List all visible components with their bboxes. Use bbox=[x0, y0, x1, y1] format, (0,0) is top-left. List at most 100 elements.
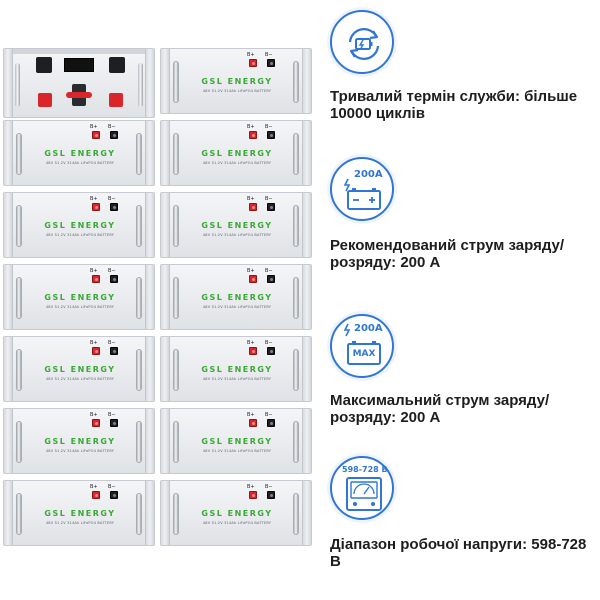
handle-left bbox=[173, 277, 179, 319]
terminal-neg-label: B− bbox=[108, 268, 116, 274]
handle-right bbox=[136, 349, 142, 391]
handle-right bbox=[293, 61, 299, 103]
bms-control-unit bbox=[3, 48, 155, 118]
rack-ear-left bbox=[161, 481, 170, 545]
model-line-text: 48V 51.2V 314Ah LiFePO4 BATTERY bbox=[202, 521, 272, 525]
brand-logo-text: GSL ENERGY bbox=[201, 149, 273, 158]
terminal-negative bbox=[110, 491, 118, 499]
terminal-pos-label: B+ bbox=[90, 124, 98, 130]
max-current-icon: 200A MAX bbox=[330, 314, 394, 378]
terminal-pos-label: B+ bbox=[90, 412, 98, 418]
terminal-positive bbox=[92, 491, 100, 499]
model-line-text: 48V 51.2V 314Ah LiFePO4 BATTERY bbox=[45, 449, 115, 453]
rack-ear-left bbox=[161, 49, 170, 113]
rack-ear-right bbox=[145, 193, 154, 257]
handle-left bbox=[16, 133, 22, 175]
port-red-bottom-left bbox=[38, 93, 52, 107]
handle-right bbox=[136, 205, 142, 247]
model-line-text: 48V 51.2V 314Ah LiFePO4 BATTERY bbox=[202, 377, 272, 381]
brand-logo-text: GSL ENERGY bbox=[201, 221, 273, 230]
handle-right bbox=[293, 277, 299, 319]
brand-logo-text: GSL ENERGY bbox=[201, 365, 273, 374]
terminal-neg-label: B− bbox=[265, 412, 273, 418]
handle-right bbox=[136, 493, 142, 535]
model-line-text: 48V 51.2V 314Ah LiFePO4 BATTERY bbox=[45, 377, 115, 381]
voltage-range-badge: 598-728 В bbox=[342, 465, 388, 474]
terminal-negative bbox=[267, 419, 275, 427]
terminal-pos-label: B+ bbox=[90, 196, 98, 202]
rack-ear-left bbox=[161, 193, 170, 257]
rack-ear-right bbox=[145, 49, 154, 117]
terminal-pos-label: B+ bbox=[247, 124, 255, 130]
brand-logo-text: GSL ENERGY bbox=[44, 365, 116, 374]
port-black-top-right bbox=[109, 57, 125, 73]
model-line-text: 48V 51.2V 314Ah LiFePO4 BATTERY bbox=[45, 521, 115, 525]
terminal-neg-label: B− bbox=[108, 196, 116, 202]
port-black-top-left bbox=[36, 57, 52, 73]
terminal-neg-label: B− bbox=[108, 484, 116, 490]
rack-ear-left bbox=[4, 265, 13, 329]
rack-ear-right bbox=[145, 409, 154, 473]
terminal-negative bbox=[267, 131, 275, 139]
handle-left bbox=[16, 205, 22, 247]
terminal-neg-label: B− bbox=[265, 484, 273, 490]
model-line-text: 48V 51.2V 314Ah LiFePO4 BATTERY bbox=[202, 233, 272, 237]
breaker-switch bbox=[66, 84, 92, 106]
handle-left bbox=[15, 63, 20, 107]
terminal-neg-label: B− bbox=[265, 52, 273, 58]
port-red-bottom-right bbox=[109, 93, 123, 107]
terminal-negative bbox=[267, 203, 275, 211]
rack-ear-right bbox=[145, 481, 154, 545]
terminal-negative bbox=[110, 419, 118, 427]
terminal-positive bbox=[249, 59, 257, 67]
model-line-text: 48V 51.2V 314Ah LiFePO4 BATTERY bbox=[45, 305, 115, 309]
terminal-pos-label: B+ bbox=[247, 268, 255, 274]
rack-ear-right bbox=[302, 265, 311, 329]
handle-right bbox=[293, 421, 299, 463]
display-screen bbox=[64, 58, 94, 72]
top-rail bbox=[13, 49, 145, 54]
handle-left bbox=[16, 277, 22, 319]
feature-voltage-range-text: Діапазон робочої напруги: 598-728 В bbox=[330, 536, 587, 570]
terminal-negative bbox=[110, 347, 118, 355]
rack-ear-left bbox=[4, 337, 13, 401]
handle-left bbox=[173, 349, 179, 391]
rack-ear-right bbox=[302, 121, 311, 185]
rack-ear-left bbox=[161, 121, 170, 185]
terminal-positive bbox=[92, 419, 100, 427]
terminal-negative bbox=[110, 275, 118, 283]
terminal-neg-label: B− bbox=[265, 340, 273, 346]
rack-ear-right bbox=[145, 337, 154, 401]
rack-ear-left bbox=[161, 409, 170, 473]
terminal-positive bbox=[249, 491, 257, 499]
handle-left bbox=[173, 133, 179, 175]
terminal-negative bbox=[110, 131, 118, 139]
handle-left bbox=[173, 493, 179, 535]
terminal-positive bbox=[92, 203, 100, 211]
model-line-text: 48V 51.2V 314Ah LiFePO4 BATTERY bbox=[45, 161, 115, 165]
feature-list: Тривалий термін служби: більше 10000 цик… bbox=[316, 0, 600, 600]
handle-left bbox=[16, 493, 22, 535]
rack-ear-left bbox=[161, 265, 170, 329]
brand-logo-text: GSL ENERGY bbox=[44, 221, 116, 230]
handle-right bbox=[138, 63, 143, 107]
feature-max-current-text: Максимальний струм заряду/розряду: 200 A bbox=[330, 392, 550, 426]
handle-right bbox=[293, 205, 299, 247]
model-line-text: 48V 51.2V 314Ah LiFePO4 BATTERY bbox=[202, 161, 272, 165]
battery-rack-image: B+ B− GSL ENERGY 48V 51.2V 314Ah LiFePO4 BA… bbox=[3, 48, 312, 546]
handle-left bbox=[173, 205, 179, 247]
max-current-badge: 200A bbox=[354, 323, 383, 334]
handle-right bbox=[136, 421, 142, 463]
rack-ear-right bbox=[302, 193, 311, 257]
terminal-positive bbox=[92, 347, 100, 355]
terminal-positive bbox=[92, 131, 100, 139]
feature-cycle-life-text: Тривалий термін служби: більше 10000 цик… bbox=[330, 88, 578, 122]
